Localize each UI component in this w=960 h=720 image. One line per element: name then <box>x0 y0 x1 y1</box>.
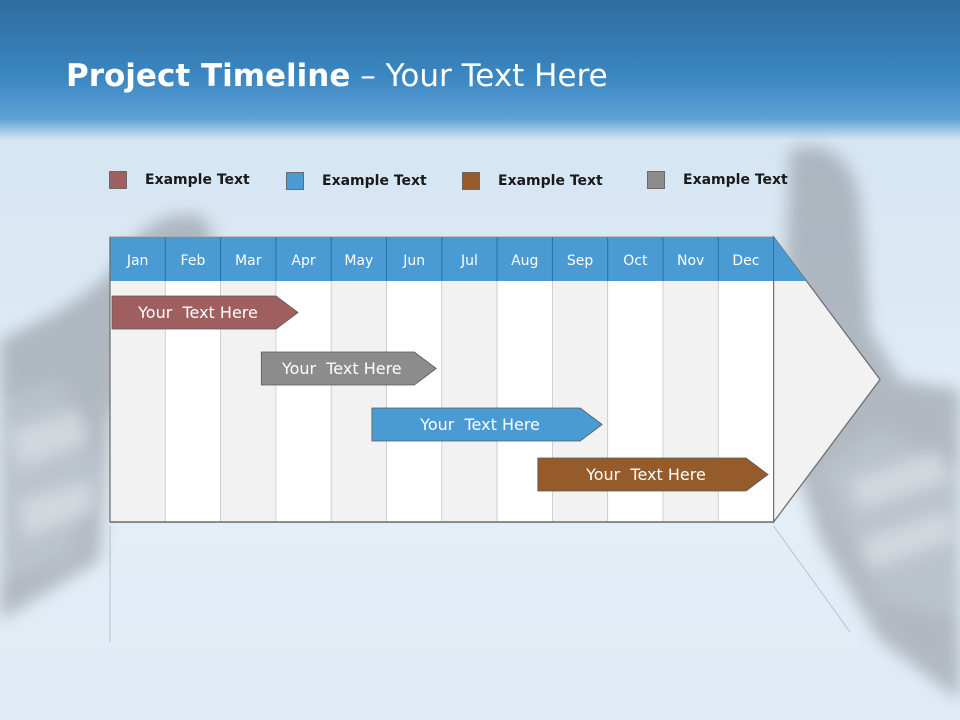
task-bar-label-2: Your Text Here <box>281 359 402 378</box>
timeline-reflection <box>109 525 851 642</box>
task-bar-2 <box>260 351 437 386</box>
legend-swatch-1 <box>109 171 127 189</box>
task-bar-3 <box>371 407 603 442</box>
legend-item-1: Example Text <box>109 171 250 189</box>
legend-swatch-2 <box>286 172 304 190</box>
task-bar-1 <box>111 295 299 330</box>
legend-swatch-3 <box>462 172 480 190</box>
task-bar-label-4: Your Text Here <box>585 465 706 484</box>
task-bar-label-3: Your Text Here <box>419 415 540 434</box>
month-label-feb: Feb <box>181 253 206 269</box>
task-bar-4 <box>537 457 769 492</box>
slide-title-rest: – Your Text Here <box>350 58 608 94</box>
timeline-header-band <box>110 237 807 281</box>
legend-label-1: Example Text <box>145 172 250 188</box>
slide-title-bold: Project Timeline <box>66 58 351 94</box>
legend-swatch-4 <box>647 171 665 189</box>
month-label-dec: Dec <box>732 253 759 269</box>
month-label-nov: Nov <box>677 253 704 269</box>
month-label-aug: Aug <box>511 253 538 269</box>
month-label-oct: Oct <box>623 253 648 269</box>
legend-label-3: Example Text <box>498 173 603 189</box>
month-label-mar: Mar <box>235 253 262 269</box>
task-bar-label-1: Your Text Here <box>137 303 258 322</box>
header-band <box>0 0 960 140</box>
month-label-sep: Sep <box>567 253 594 269</box>
month-label-may: May <box>344 253 373 269</box>
month-label-jan: Jan <box>126 253 149 269</box>
legend-label-4: Example Text <box>683 172 788 188</box>
timeline-arrow-head <box>773 235 881 524</box>
month-label-apr: Apr <box>291 253 315 269</box>
month-column <box>164 236 222 523</box>
month-label-jun: Jun <box>402 253 425 269</box>
legend-label-2: Example Text <box>322 173 427 189</box>
month-column <box>109 236 166 523</box>
legend-item-4: Example Text <box>647 171 788 189</box>
month-label-jul: Jul <box>460 253 478 269</box>
legend-item-2: Example Text <box>286 172 427 190</box>
legend-item-3: Example Text <box>462 172 603 190</box>
slide-title: Project Timeline – Your Text Here <box>66 58 608 94</box>
